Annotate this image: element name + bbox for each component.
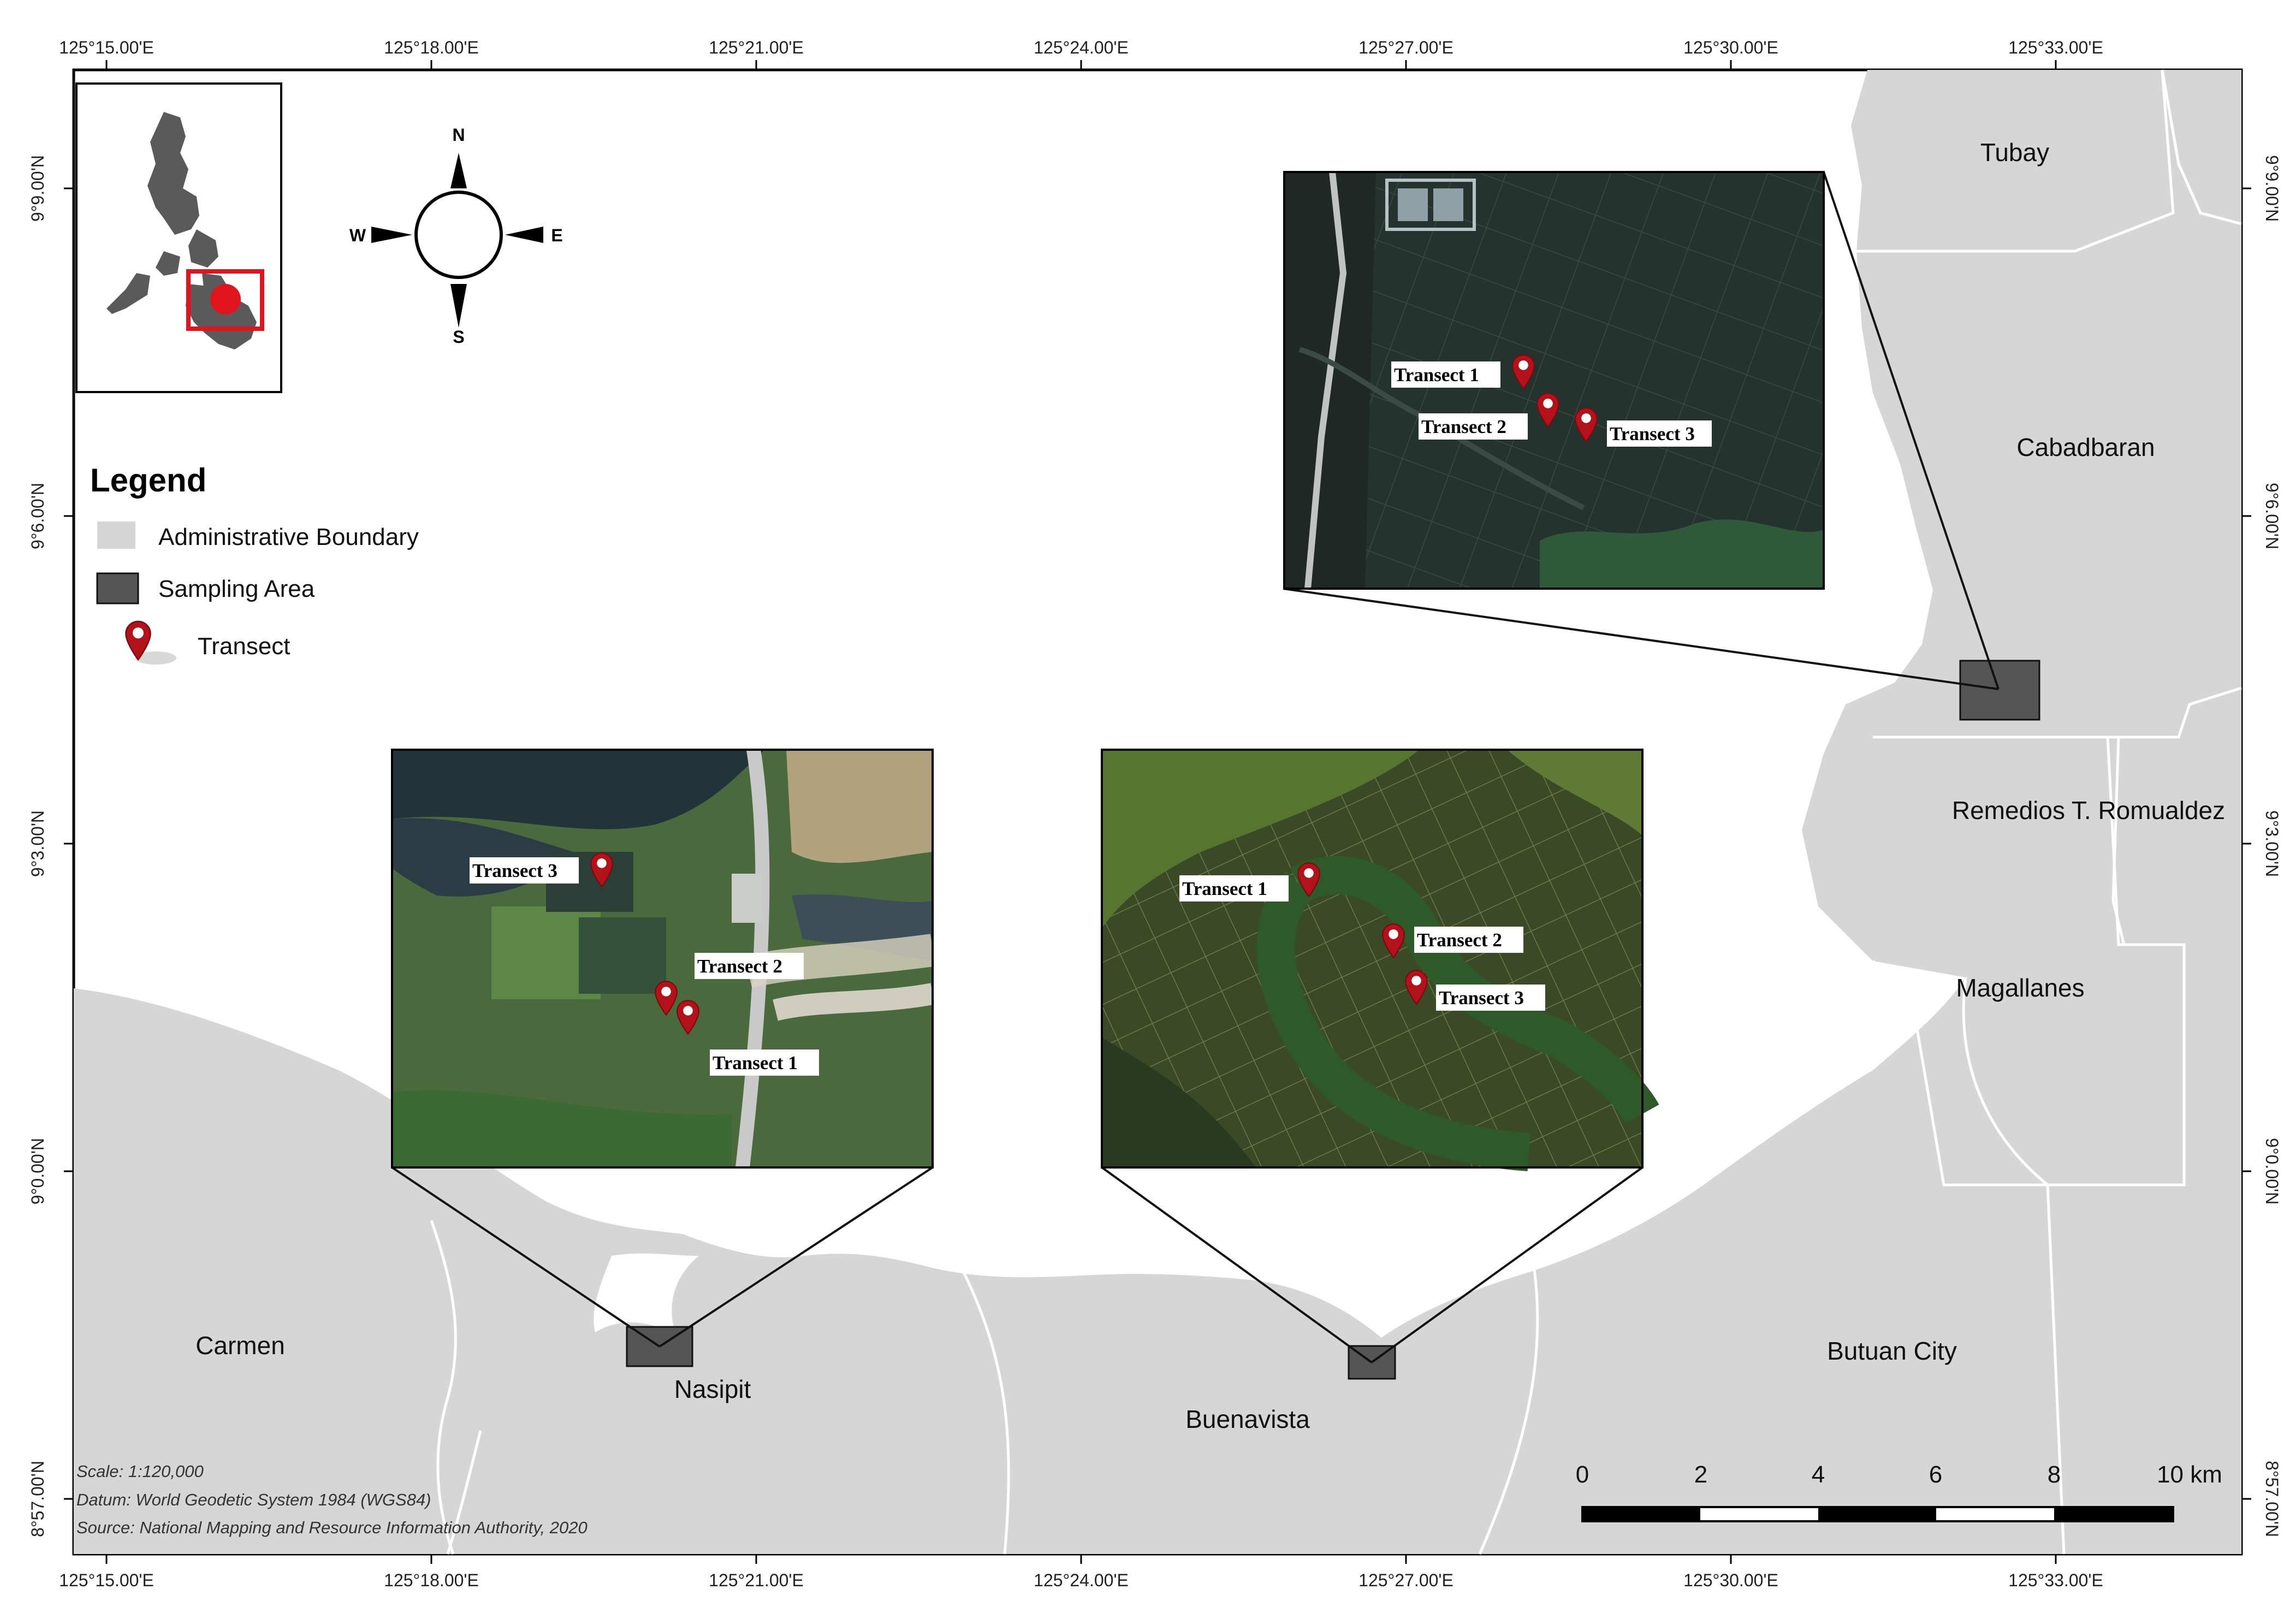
bottom-tick-label: 125°24.00'E	[1034, 1570, 1129, 1590]
inset-nasipit	[391, 748, 935, 1169]
inset-cabadbaran-labels: Transect 1 Transect 2 Transect 3	[1391, 361, 1712, 447]
inset-cabadbaran	[1283, 171, 1825, 590]
bottom-tick-label: 125°33.00'E	[2008, 1570, 2103, 1590]
scale-label: 0	[1576, 1461, 1589, 1488]
transect-label: Transect 3	[1610, 423, 1695, 444]
scale-label: 10 km	[2157, 1461, 2222, 1488]
top-tick-label: 125°30.00'E	[1683, 38, 1778, 57]
scale-label: 4	[1812, 1461, 1825, 1488]
top-tick-label: 125°33.00'E	[2008, 38, 2103, 57]
scale-label: 6	[1929, 1461, 1942, 1488]
place-label-tubay: Tubay	[1980, 138, 2049, 167]
compass-s-label: S	[453, 327, 464, 347]
left-tick-label: 9°9.00'N	[28, 155, 48, 222]
transect-label: Transect 1	[1182, 878, 1267, 899]
bottom-tick-label: 125°18.00'E	[384, 1570, 479, 1590]
place-labels: Tubay Cabadbaran Remedios T. Romualdez M…	[195, 138, 2225, 1433]
southern-land	[74, 70, 2241, 1554]
bottom-tick-label: 125°30.00'E	[1683, 1570, 1778, 1590]
right-tick-label: 8°57.00'N	[2262, 1461, 2282, 1537]
transect-label: Transect 1	[713, 1052, 798, 1074]
place-label-nasipit: Nasipit	[674, 1375, 751, 1403]
top-tick-label: 125°24.00'E	[1034, 38, 1129, 57]
place-label-remedios: Remedios T. Romualdez	[1952, 796, 2225, 825]
locator-frame	[186, 269, 264, 331]
inset-nasipit-labels: Transect 3 Transect 2 Transect 1	[470, 857, 819, 1076]
right-tick-label: 9°6.00'N	[2262, 483, 2282, 549]
locator-marker	[210, 284, 241, 315]
top-tick-label: 125°21.00'E	[709, 38, 804, 57]
top-tick-label: 125°18.00'E	[384, 38, 479, 57]
top-tick-label: 125°15.00'E	[59, 38, 154, 57]
transect-label: Transect 2	[1417, 929, 1502, 951]
transect-label: Transect 2	[697, 956, 782, 977]
note-scale: Scale: 1:120,000	[76, 1462, 204, 1481]
right-axis-labels: 9°9.00'N 9°6.00'N 9°3.00'N 9°0.00'N 8°57…	[2262, 155, 2282, 1537]
place-label-cabadbaran: Cabadbaran	[2016, 433, 2155, 461]
compass-w-label: W	[349, 226, 366, 245]
admin-boundaries	[430, 69, 2242, 1555]
nasipit-bay	[594, 1253, 699, 1338]
place-label-butuan: Butuan City	[1827, 1337, 1957, 1365]
bottom-tick-label: 125°27.00'E	[1358, 1570, 1453, 1590]
north-arrow: N S E W	[349, 125, 563, 347]
sampling-area-cabadbaran	[1959, 660, 2040, 721]
legend-label-sampling: Sampling Area	[158, 576, 315, 602]
left-tick-label: 8°57.00'N	[28, 1461, 48, 1537]
top-tick-label: 125°27.00'E	[1358, 38, 1453, 57]
scale-label: 8	[2048, 1461, 2061, 1488]
place-label-carmen: Carmen	[195, 1331, 285, 1360]
compass-e-label: E	[551, 226, 562, 245]
right-tick-label: 9°3.00'N	[2262, 810, 2282, 877]
scale-bar: 0 2 4 6 8 10 km	[1576, 1461, 2222, 1522]
legend-label-transect: Transect	[198, 633, 290, 660]
right-tick-label: 9°9.00'N	[2262, 155, 2282, 222]
note-source: Source: National Mapping and Resource In…	[76, 1518, 588, 1537]
inset-buenavista	[1101, 749, 1659, 1171]
legend-swatch-admin	[97, 521, 135, 549]
bottom-axis-labels: 125°15.00'E 125°18.00'E 125°21.00'E 125°…	[59, 1570, 2103, 1590]
inset-connectors	[391, 171, 2000, 1363]
sampling-areas	[626, 660, 2040, 1380]
legend-label-admin: Administrative Boundary	[158, 524, 419, 550]
note-datum: Datum: World Geodetic System 1984 (WGS84…	[76, 1490, 431, 1509]
left-tick-label: 9°0.00'N	[28, 1138, 48, 1205]
bottom-tick-label: 125°15.00'E	[59, 1570, 154, 1590]
locator-map	[75, 82, 282, 393]
scale-label: 2	[1694, 1461, 1707, 1488]
transect-label: Transect 3	[472, 860, 557, 881]
legend-swatch-sampling	[96, 572, 139, 604]
compass-n-label: N	[452, 125, 465, 145]
left-tick-label: 9°6.00'N	[28, 483, 48, 549]
transect-label: Transect 1	[1394, 364, 1479, 386]
inset-buenavista-labels: Transect 1 Transect 2 Transect 3	[1179, 875, 1545, 1011]
bottom-tick-label: 125°21.00'E	[709, 1570, 804, 1590]
right-tick-label: 9°0.00'N	[2262, 1138, 2282, 1205]
left-tick-label: 9°3.00'N	[28, 810, 48, 877]
map-notes: Scale: 1:120,000 Datum: World Geodetic S…	[76, 1462, 588, 1537]
left-axis-labels: 9°9.00'N 9°6.00'N 9°3.00'N 9°0.00'N 8°57…	[28, 155, 48, 1537]
place-label-magallanes: Magallanes	[1956, 974, 2084, 1002]
legend-title: Legend	[90, 462, 206, 499]
transect-label: Transect 3	[1439, 987, 1524, 1009]
legend: Legend Administrative Boundary Sampling …	[90, 462, 419, 665]
top-axis-labels: 125°15.00'E 125°18.00'E 125°21.00'E 125°…	[59, 38, 2103, 57]
land-areas	[74, 70, 2241, 1554]
place-label-buenavista: Buenavista	[1185, 1405, 1310, 1433]
graticule-ticks	[64, 60, 2251, 1564]
transect-label: Transect 2	[1421, 416, 1506, 437]
